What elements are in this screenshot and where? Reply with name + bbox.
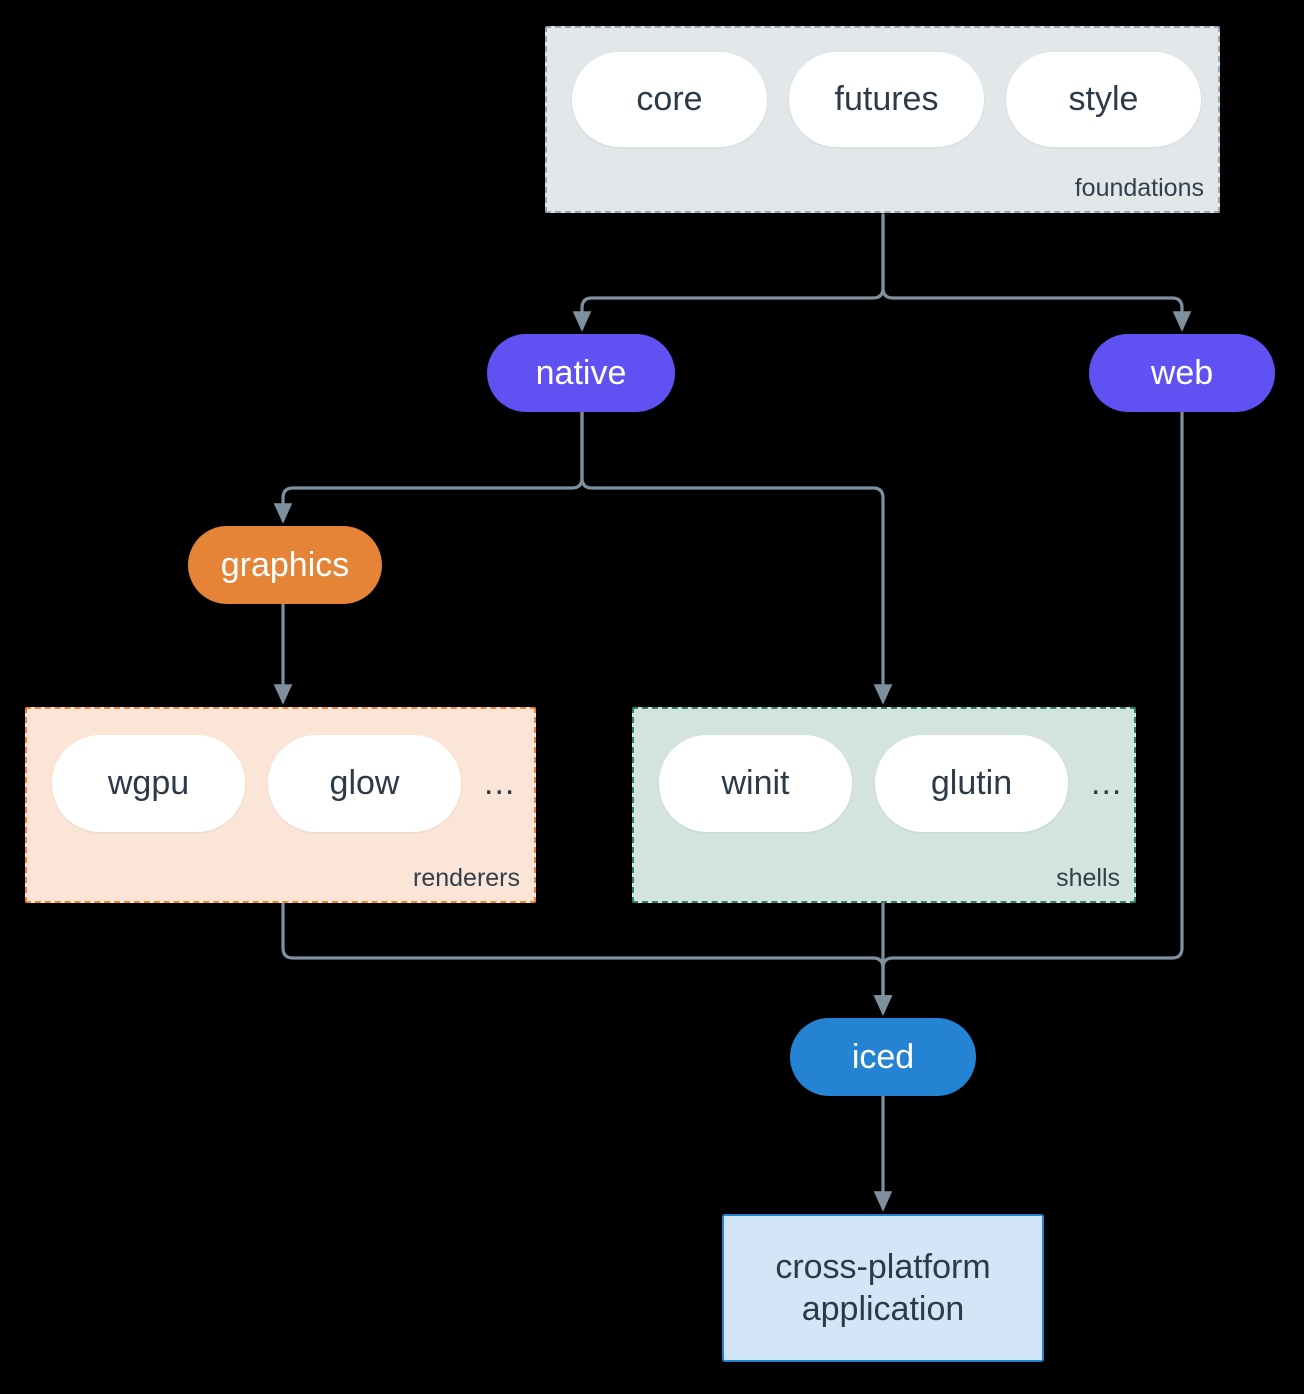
- leaf-glow[interactable]: glow: [268, 735, 461, 832]
- leaf-futures[interactable]: futures: [789, 52, 984, 147]
- cluster-shells-items: winit glutin ...: [659, 735, 1122, 832]
- leaf-wgpu[interactable]: wgpu: [52, 735, 245, 832]
- leaf-winit[interactable]: winit: [659, 735, 852, 832]
- app-line-1: cross-platform: [775, 1247, 991, 1286]
- edge-renderers-iced: [281, 901, 893, 1016]
- node-web[interactable]: web: [1089, 334, 1275, 412]
- edge-native-shells: [580, 410, 893, 705]
- cluster-renderers: wgpu glow ... renderers: [25, 707, 536, 903]
- leaf-core[interactable]: core: [572, 52, 767, 147]
- cluster-label-renderers: renderers: [413, 864, 520, 892]
- cluster-label-shells: shells: [1056, 864, 1120, 892]
- leaf-style[interactable]: style: [1006, 52, 1201, 147]
- cluster-label-foundations: foundations: [1074, 174, 1204, 202]
- node-native[interactable]: native: [487, 334, 675, 412]
- renderers-ellipsis: ...: [484, 764, 516, 802]
- cluster-foundations-items: core futures style: [572, 52, 1201, 147]
- node-graphics[interactable]: graphics: [188, 526, 382, 604]
- node-iced[interactable]: iced: [790, 1018, 976, 1096]
- app-line-2: application: [801, 1290, 965, 1328]
- shells-ellipsis: ...: [1091, 764, 1123, 802]
- cluster-foundations: core futures style foundations: [545, 26, 1220, 213]
- cluster-renderers-items: wgpu glow ...: [52, 735, 515, 832]
- node-cross-platform-application[interactable]: cross-platform application: [722, 1214, 1044, 1362]
- edge-foundations-web: [881, 213, 1192, 332]
- edge-native-graphics: [273, 410, 584, 524]
- edge-foundations-native: [572, 213, 885, 332]
- cluster-shells: winit glutin ... shells: [632, 707, 1136, 903]
- leaf-glutin[interactable]: glutin: [875, 735, 1068, 832]
